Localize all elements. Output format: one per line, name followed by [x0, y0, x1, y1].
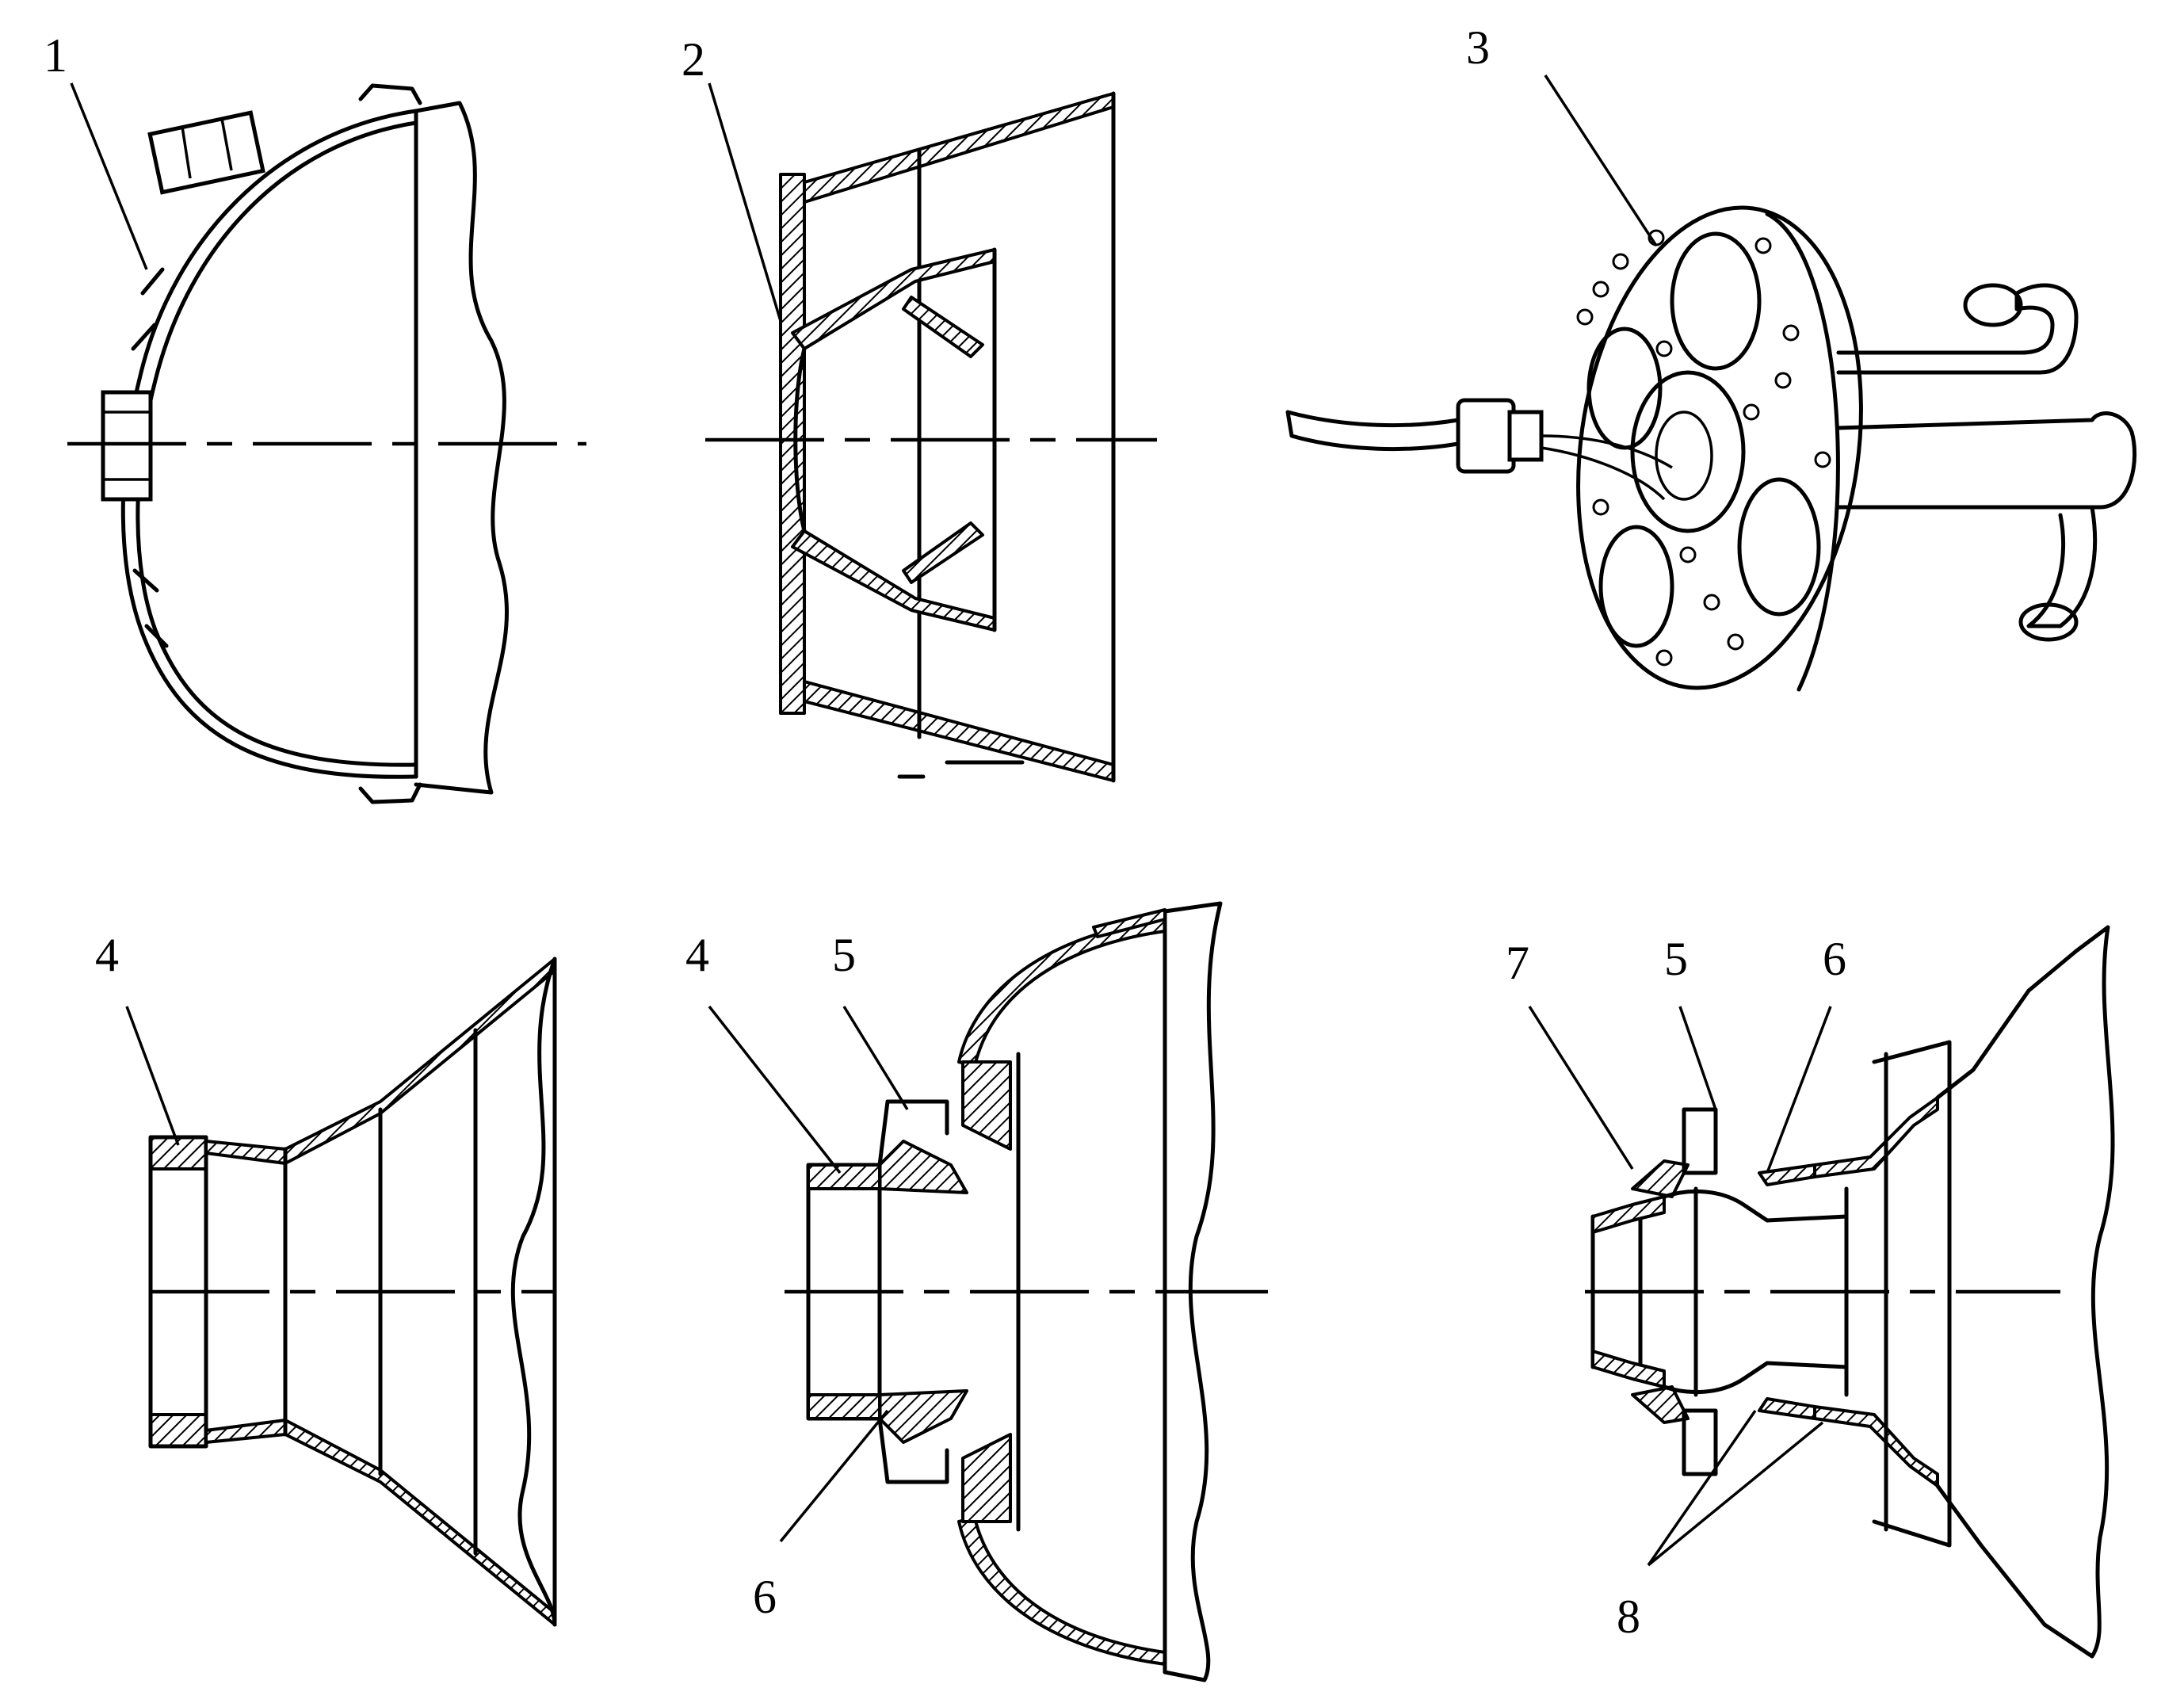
label-1: 1 [44, 29, 67, 82]
swirl-cup-2 [1586, 327, 1663, 450]
center-swirler [1630, 370, 1746, 533]
louver-top-5 [1092, 908, 1166, 938]
liner-wave-5 [1163, 901, 1223, 1682]
label-5a: 5 [832, 929, 856, 981]
figure-3-plate [1285, 74, 2137, 692]
top-fitting [147, 110, 265, 195]
swirl-cup-4 [1598, 525, 1674, 648]
top-louver [358, 83, 422, 105]
vane-top [902, 296, 984, 358]
plate-rim [1765, 212, 1840, 692]
figure-2-swirler [705, 82, 1157, 783]
liner-outer-6 [1935, 925, 2115, 1659]
leader-8a [1647, 1410, 1757, 1566]
label-4b: 4 [685, 929, 709, 981]
manifold-tube-lower [1836, 411, 2137, 510]
plate-body [1576, 205, 1863, 690]
leader-1 [70, 82, 148, 270]
leader-2 [708, 82, 782, 322]
bottom-louver [358, 782, 422, 804]
dome-wall-bottom-5 [957, 1516, 1166, 1666]
fuel-fitting [1456, 398, 1516, 474]
cup-top-5 [961, 1060, 1012, 1151]
label-7: 7 [1506, 937, 1529, 989]
leader-3 [1544, 74, 1658, 246]
mount-top-6 [1682, 1107, 1718, 1175]
leader-8b [1647, 1421, 1824, 1567]
ring-4-top-5 [807, 1163, 881, 1190]
ring-4-bottom [149, 1413, 208, 1448]
swirl-cup-3 [1737, 477, 1821, 617]
outer-cone-bottom [803, 680, 1115, 782]
cup-wall-bottom-6 [1758, 1397, 1816, 1420]
dome-wall-top-5 [957, 918, 1166, 1067]
figure-5-assembly [708, 901, 1268, 1682]
fuel-line [1285, 410, 1460, 452]
label-6a: 6 [753, 1571, 777, 1623]
leader-6b [1766, 1006, 1832, 1174]
liner-wave-4 [510, 957, 557, 1627]
outer-cone-top [803, 92, 1115, 204]
cup-bottom-5 [961, 1433, 1012, 1523]
liner-inner-6 [1872, 1040, 1952, 1548]
cooling-step-2 [131, 323, 157, 351]
leader-4a [125, 1006, 180, 1146]
leader-7 [1528, 1006, 1634, 1170]
swirler-lip-bottom [877, 1416, 949, 1484]
liner-wavy-edge [414, 101, 509, 795]
swirler-body-top-6 [1662, 1190, 1849, 1223]
label-6b: 6 [1823, 933, 1846, 985]
threaded-stud-top [1631, 1159, 1690, 1198]
threaded-stud-bottom [1631, 1385, 1690, 1424]
label-8: 8 [1617, 1591, 1640, 1643]
leader-6a [779, 1409, 889, 1543]
dome-top-6 [1813, 1096, 1939, 1178]
leader-5b [1678, 1006, 1717, 1110]
nozzle-cap-top [1591, 1195, 1666, 1234]
figure-6-assembly [1528, 925, 2115, 1659]
label-3: 3 [1466, 21, 1490, 74]
vane-bottom [902, 521, 984, 584]
label-2: 2 [682, 33, 705, 86]
front-flange [779, 173, 806, 715]
mount-bottom-6 [1682, 1408, 1718, 1476]
swirler-lip-top [877, 1099, 949, 1167]
manifold-tube-upper [1836, 283, 2079, 375]
dome-bottom-6 [1813, 1405, 1939, 1488]
figure-4-venturi [125, 957, 557, 1627]
swirl-cup-1 [1670, 231, 1762, 371]
swirler-body-bottom-6 [1662, 1361, 1849, 1394]
cooling-step-4 [144, 624, 169, 648]
dome-inner-shell [136, 120, 418, 767]
cooling-step-1 [140, 267, 165, 296]
cooling-step-3 [132, 568, 159, 593]
label-4a: 4 [95, 929, 119, 981]
nozzle-boss-1 [101, 390, 153, 502]
label-5b: 5 [1664, 933, 1688, 985]
nozzle-cap-bottom [1591, 1350, 1666, 1388]
leader-5a [842, 1006, 909, 1110]
figure-1-dome [67, 82, 586, 804]
manifold-drop [2026, 505, 2098, 628]
ring-4-bottom-5 [807, 1393, 881, 1420]
leader-4b [708, 1005, 842, 1174]
dome-outer-shell [120, 109, 418, 779]
cup-wall-top-6 [1758, 1163, 1816, 1186]
